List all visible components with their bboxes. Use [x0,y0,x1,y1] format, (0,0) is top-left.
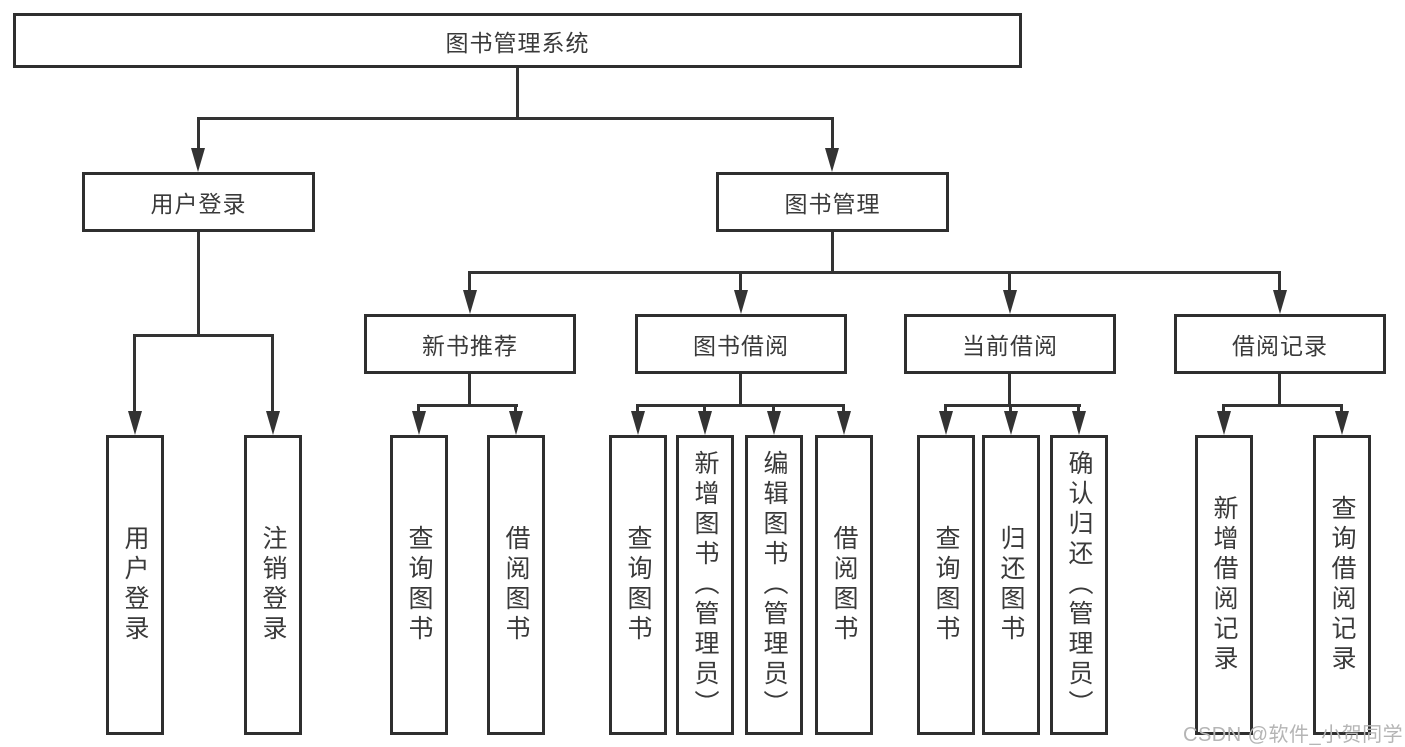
connector-drop-borrow-records [1278,271,1281,292]
connector-drop [1340,404,1343,414]
node-leaf-add-borrow-record: 新增借阅记录 [1195,435,1253,735]
node-leaf-edit-book-admin: 编辑图书（管理员） [745,435,803,735]
node-leaf-borrow-books: 借阅图书 [815,435,873,735]
node-current-borrow: 当前借阅 [904,314,1116,374]
connector-current-branch [944,404,1081,407]
node-leaf-add-book-admin: 新增图书（管理员） [676,435,734,735]
connector-root-stem [516,68,519,117]
arrow-leaf [698,411,712,435]
node-user-login: 用户登录 [82,172,315,232]
node-leaf-confirm-return-admin: 确认归还（管理员） [1050,435,1108,735]
connector-borrow-stem [739,374,742,406]
connector-drop-new-book-recommend [468,271,471,292]
arrow-leaf-logout [266,411,280,435]
connector-drop-leaf-logout [271,334,274,413]
connector-drop [842,404,845,414]
node-new-book-recommend: 新书推荐 [364,314,576,374]
connector-root-branch [197,117,834,120]
connector-records-branch [1222,404,1343,407]
arrow-book-borrow [734,290,748,314]
arrow-leaf [1335,411,1349,435]
connector-recommend-stem [468,374,471,406]
arrow-leaf [1072,411,1086,435]
connector-drop [514,404,517,414]
arrow-leaf [767,411,781,435]
connector-drop [772,404,775,414]
connector-drop [944,404,947,414]
node-book-management: 图书管理 [716,172,949,232]
node-leaf-logout: 注销登录 [244,435,302,735]
csdn-watermark: CSDN @软件_小贺同学 [1183,724,1404,746]
node-leaf-query-borrow-record: 查询借阅记录 [1313,435,1371,735]
node-leaf-query-books-borrow: 查询图书 [609,435,667,735]
arrow-leaf [412,411,426,435]
node-leaf-query-books-recommend: 查询图书 [390,435,448,735]
connector-drop [1009,404,1012,414]
connector-drop [703,404,706,414]
connector-drop-leaf-user-login [133,334,136,413]
connector-drop [636,404,639,414]
arrow-leaf-user-login [128,411,142,435]
connector-drop [417,404,420,414]
connector-book-management-stem [831,232,834,272]
arrow-leaf [631,411,645,435]
connector-records-stem [1278,374,1281,406]
node-book-borrow: 图书借阅 [635,314,847,374]
arrow-leaf [1004,411,1018,435]
node-leaf-user-login: 用户登录 [106,435,164,735]
connector-drop-user-login [197,117,200,150]
connector-current-stem [1008,374,1011,406]
arrow-leaf [509,411,523,435]
connector-recommend-branch [417,404,518,407]
node-root: 图书管理系统 [13,13,1022,68]
connector-user-login-branch [133,334,274,337]
connector-book-management-branch [468,271,1281,274]
arrow-leaf [837,411,851,435]
arrow-leaf [939,411,953,435]
connector-drop-book-management [831,117,834,150]
arrow-borrow-records [1273,290,1287,314]
node-leaf-return-book: 归还图书 [982,435,1040,735]
connector-drop [1077,404,1080,414]
connector-drop-book-borrow [739,271,742,292]
arrow-leaf [1217,411,1231,435]
connector-borrow-branch [636,404,845,407]
node-borrow-records: 借阅记录 [1174,314,1386,374]
node-leaf-query-books-current: 查询图书 [917,435,975,735]
connector-drop [1222,404,1225,414]
node-leaf-borrow-books-recommend: 借阅图书 [487,435,545,735]
arrow-current-borrow [1003,290,1017,314]
arrow-book-management [825,148,839,172]
arrow-user-login [191,148,205,172]
arrow-new-book-recommend [463,290,477,314]
connector-user-login-stem [197,232,200,335]
connector-drop-current-borrow [1008,271,1011,292]
